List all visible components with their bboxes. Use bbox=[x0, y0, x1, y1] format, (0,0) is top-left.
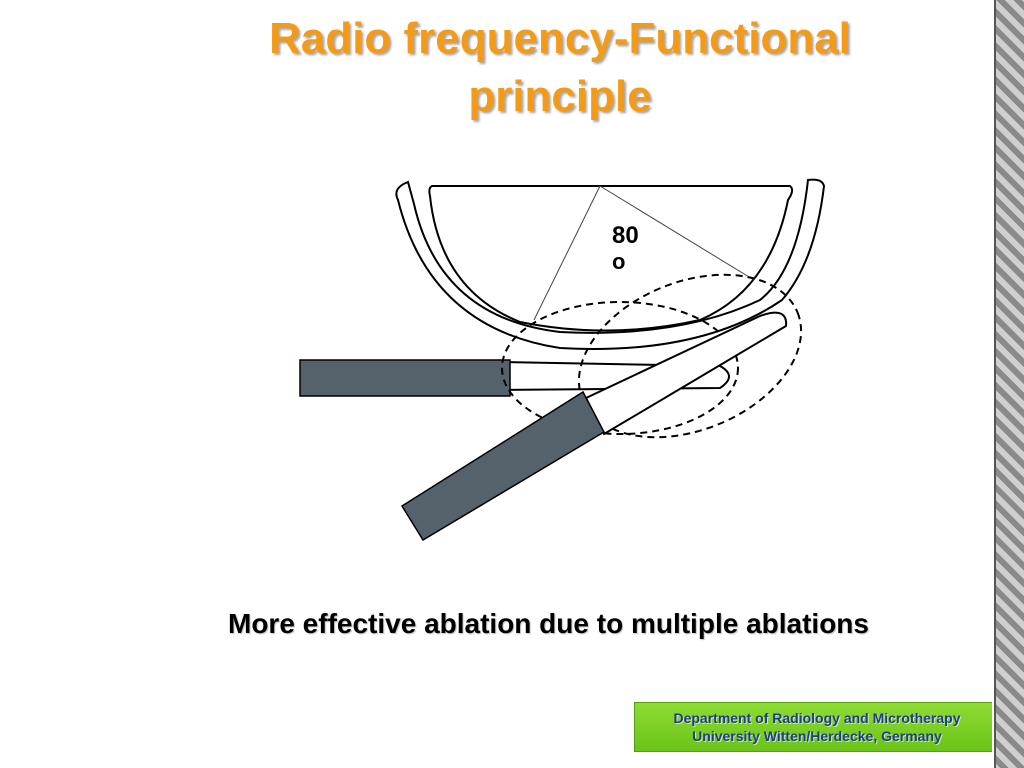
slide-caption: More effective ablation due to multiple … bbox=[228, 608, 869, 639]
department-badge: Department of Radiology and Microtherapy… bbox=[634, 702, 1000, 752]
department-line-1: Department of Radiology and Microtherapy bbox=[673, 710, 961, 726]
angled-needle bbox=[584, 311, 788, 436]
title-line-1: Radio frequency-Functional bbox=[269, 14, 851, 63]
slide-title: Radio frequency-Functional principle bbox=[160, 10, 960, 126]
angle-line-left bbox=[533, 185, 601, 321]
angle-line-right bbox=[599, 185, 755, 281]
title-line-2: principle bbox=[468, 72, 652, 121]
ablation-zone-1 bbox=[501, 301, 739, 435]
angled-probe-handle bbox=[400, 390, 605, 542]
hemisphere bbox=[428, 185, 794, 332]
angle-label: 80 bbox=[612, 222, 639, 249]
outer-shell bbox=[395, 178, 826, 350]
degree-symbol: o bbox=[612, 249, 626, 274]
decorative-side-strip bbox=[992, 0, 1024, 768]
horizontal-probe-handle bbox=[299, 359, 511, 397]
department-line-2: University Witten/Herdecke, Germany bbox=[692, 728, 942, 744]
